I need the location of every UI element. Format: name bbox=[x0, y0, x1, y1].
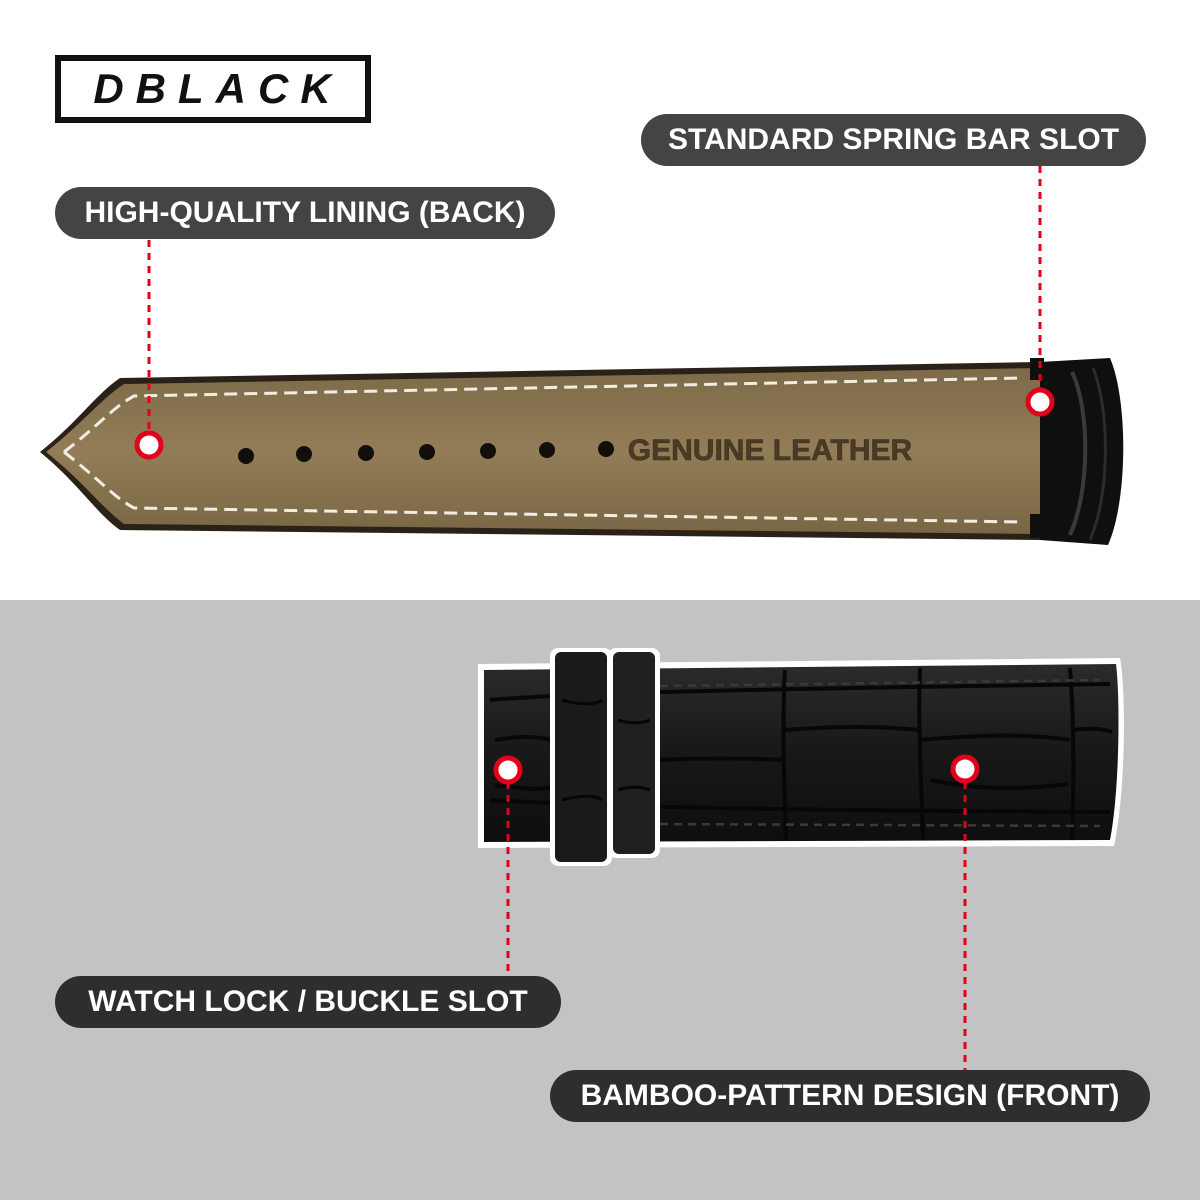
strap-back: GENUINE LEATHER bbox=[40, 358, 1124, 545]
markers bbox=[134, 387, 1055, 785]
brand-logo-text: DBLACK bbox=[93, 65, 343, 112]
marker-buckle-slot bbox=[493, 755, 523, 785]
spring-bar-notch-bottom bbox=[1030, 514, 1044, 538]
marker-spring-bar bbox=[1025, 387, 1055, 417]
spring-bar-notch-top bbox=[1030, 358, 1044, 380]
callout-spring-bar-text: STANDARD SPRING BAR SLOT bbox=[667, 123, 1120, 156]
strap-curved-end bbox=[1040, 358, 1124, 545]
callout-buckle-slot-text: WATCH LOCK / BUCKLE SLOT bbox=[88, 985, 528, 1018]
strap-front bbox=[478, 648, 1124, 866]
callout-lining-text: HIGH-QUALITY LINING (BACK) bbox=[84, 196, 526, 229]
callout-buckle-slot: WATCH LOCK / BUCKLE SLOT bbox=[55, 976, 561, 1028]
callout-spring-bar: STANDARD SPRING BAR SLOT bbox=[641, 114, 1146, 166]
strap-keeper-loop-2 bbox=[608, 648, 660, 858]
callout-pattern: BAMBOO-PATTERN DESIGN (FRONT) bbox=[550, 1070, 1150, 1122]
strap-front-stitching bbox=[659, 678, 1101, 828]
strap-holes bbox=[238, 441, 614, 464]
callout-pattern-text: BAMBOO-PATTERN DESIGN (FRONT) bbox=[580, 1079, 1120, 1112]
marker-lining bbox=[134, 430, 164, 460]
leader-lines bbox=[147, 166, 1042, 1070]
marker-pattern bbox=[950, 754, 980, 784]
genuine-leather-imprint: GENUINE LEATHER bbox=[628, 434, 913, 467]
croc-scale-pattern bbox=[489, 667, 1113, 841]
strap-keeper-loop-1 bbox=[550, 648, 612, 866]
brand-logo: DBLACK bbox=[55, 55, 371, 123]
strap-stitching bbox=[63, 376, 1023, 524]
callout-lining: HIGH-QUALITY LINING (BACK) bbox=[55, 187, 555, 239]
